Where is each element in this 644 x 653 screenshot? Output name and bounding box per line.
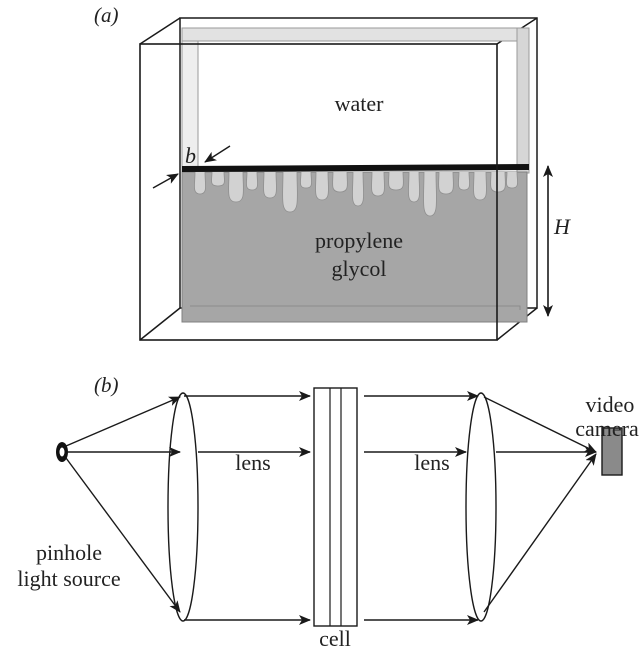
- pinhole-aperture-icon: [59, 447, 65, 457]
- finger: [352, 171, 364, 207]
- video-camera-icon: [601, 427, 623, 476]
- finger: [458, 171, 470, 191]
- outer-box-edge-top-left: [139, 17, 181, 45]
- gap-arrow-bottom: [152, 173, 179, 189]
- finger: [263, 171, 277, 199]
- finger: [332, 171, 348, 193]
- ray-converging-bottom: [483, 453, 597, 613]
- finger: [388, 171, 404, 191]
- camera-label: camera: [575, 416, 639, 441]
- finger: [194, 171, 206, 195]
- cell: [313, 387, 358, 627]
- cell-bottom-inner-edge: [190, 305, 521, 310]
- finger: [300, 171, 312, 189]
- lens-right-label: lens: [414, 450, 449, 475]
- finger: [506, 171, 518, 189]
- ray-diverging-bottom: [65, 457, 181, 613]
- panel-b: (b) pinhole light source len: [17, 373, 639, 651]
- height-h-label: H: [553, 214, 571, 239]
- fluid-interface: [182, 164, 529, 172]
- water-label: water: [335, 91, 385, 116]
- finger: [211, 171, 225, 187]
- outer-box-edge-bottom-right: [496, 307, 538, 341]
- finger: [282, 171, 298, 213]
- finger: [315, 171, 329, 201]
- panel-a: (a) water propylene glycol b H: [94, 3, 571, 341]
- finger: [371, 171, 385, 197]
- lens-left-label: lens: [235, 450, 270, 475]
- propylene-label: propylene: [315, 228, 403, 253]
- right-lens: [465, 392, 497, 622]
- gap-arrow-top: [204, 145, 231, 163]
- finger: [490, 171, 506, 193]
- light-source-label: light source: [17, 566, 120, 591]
- cell-top-edge: [181, 27, 526, 42]
- finger: [423, 171, 437, 217]
- finger: [473, 171, 487, 201]
- ray-diverging-top: [65, 396, 181, 447]
- cell-label: cell: [319, 626, 351, 651]
- panel-b-label: (b): [94, 373, 119, 397]
- outer-box-front-face: [139, 43, 498, 341]
- convective-fingers: [194, 171, 518, 217]
- outer-box-edge-bottom-left: [139, 307, 181, 341]
- left-lens: [167, 392, 199, 622]
- cell-right-edge-upper: [516, 27, 530, 174]
- pinhole-label: pinhole: [36, 540, 102, 565]
- glycol-label: glycol: [332, 256, 387, 281]
- finger: [246, 171, 258, 191]
- finger: [408, 171, 420, 203]
- panel-a-label: (a): [94, 3, 119, 27]
- finger: [438, 171, 454, 195]
- ray-converging-top: [483, 396, 597, 453]
- gap-b-label: b: [185, 143, 196, 168]
- video-label: video: [586, 392, 635, 417]
- finger: [228, 171, 244, 203]
